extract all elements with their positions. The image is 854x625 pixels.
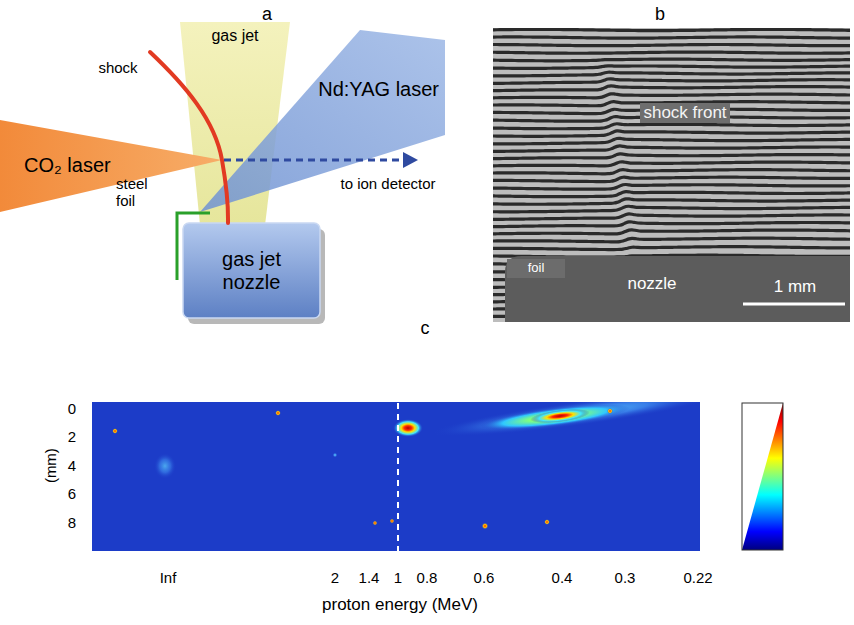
- co2-laser-beam: CO₂ laser: [0, 120, 222, 212]
- fringe-line: [493, 146, 850, 151]
- spectrum-heatmap: [92, 402, 700, 551]
- noise-dot: [607, 408, 613, 414]
- axis-tick: 0.8: [417, 569, 438, 586]
- fringe-line: [493, 177, 850, 181]
- annotation: shock: [98, 59, 137, 76]
- fringe-line: [493, 154, 850, 159]
- nozzle-box: gas jet nozzle: [183, 223, 320, 318]
- annotation: to ion detector: [340, 175, 435, 192]
- colorbar-ground: [742, 403, 783, 550]
- fringe-line: [493, 247, 850, 250]
- foil-region: [507, 259, 565, 278]
- axis-tick: 2: [68, 428, 76, 445]
- interferogram: [493, 28, 850, 322]
- fringe-line: [493, 162, 850, 166]
- fringe-lines: [493, 29, 850, 322]
- fringe-line: [493, 72, 850, 76]
- scale-bar: [743, 303, 845, 306]
- colorbar-frame: [742, 403, 783, 550]
- noise-dot: [112, 428, 118, 434]
- panel-letter: a: [262, 4, 272, 25]
- axis-tick: 4: [68, 457, 76, 474]
- noise-dot: [275, 410, 281, 416]
- panel-letter: b: [655, 4, 665, 25]
- node-label: gas jet: [211, 27, 258, 45]
- axis-tick: 1: [394, 569, 402, 586]
- fringe-line: [493, 86, 850, 91]
- axis-tick: 0.6: [474, 569, 495, 586]
- proton-streak: [430, 402, 700, 445]
- noise-dot: [482, 523, 489, 530]
- annotation: steel foil: [116, 175, 160, 210]
- beam-shape: [0, 120, 222, 212]
- fringe-line: [493, 45, 850, 46]
- fringe-line: [493, 214, 850, 219]
- noise-dot: [544, 519, 550, 525]
- node-label: CO₂ laser: [24, 154, 111, 177]
- gas-jet-cone-outline: [180, 22, 290, 225]
- axis-tick: 0.3: [615, 569, 636, 586]
- fringe-line: [493, 222, 850, 227]
- signal-spot: [154, 453, 176, 479]
- annotation: foil: [528, 261, 545, 276]
- fringe-line: [493, 94, 850, 98]
- axis-tick: 8: [68, 514, 76, 531]
- node-label: Nd:YAG laser: [318, 78, 439, 101]
- detector-path: [224, 159, 404, 162]
- heatmap-ground: [92, 402, 700, 551]
- arrow-head: [403, 152, 418, 168]
- axis-tick: 0: [68, 400, 76, 417]
- nozzle-shadow-region: [505, 256, 850, 322]
- fringe-line: [493, 138, 850, 144]
- box-body: [183, 223, 320, 318]
- proton-streak-core: [479, 402, 630, 435]
- fringe-line: [493, 29, 850, 30]
- fringe-line: [493, 59, 850, 61]
- noise-dot: [390, 519, 395, 524]
- axis-title: proton energy (MeV): [322, 595, 478, 615]
- gas-jet-cone: gas jet: [180, 22, 290, 225]
- fringe-line: [493, 52, 850, 53]
- axis-tick: 0.22: [683, 569, 712, 586]
- axis-tick: 0.4: [552, 569, 573, 586]
- noise-dot: [333, 453, 338, 458]
- axis-tick: 2: [331, 569, 339, 586]
- fringe-line: [493, 230, 850, 234]
- colorbar: [742, 403, 783, 550]
- fringe-line: [493, 37, 850, 38]
- beam-shape: [200, 30, 445, 212]
- node-label: gas jet nozzle: [192, 248, 312, 294]
- colorbar-scale: [742, 403, 783, 550]
- scale-label: 1 mm: [774, 277, 817, 297]
- fringe-line: [493, 192, 850, 197]
- axis-tick: 1.4: [359, 569, 380, 586]
- fringe-line: [493, 124, 850, 129]
- proton-peak: [529, 406, 590, 425]
- axis-tick: Inf: [160, 569, 177, 586]
- annotation: shock front: [640, 103, 729, 123]
- axis-tick: 6: [68, 485, 76, 502]
- axis-title: (mm): [41, 449, 58, 484]
- fringe-line: [493, 206, 850, 212]
- fringe-line: [493, 238, 850, 242]
- fringe-line: [493, 199, 850, 204]
- noise-dot: [373, 521, 378, 526]
- panel-letter: c: [421, 318, 430, 339]
- marker-line: [397, 403, 399, 551]
- fringe-line: [493, 79, 850, 84]
- fringe-line: [493, 131, 850, 136]
- fringe-line: [493, 170, 850, 174]
- fringe-line: [493, 66, 850, 69]
- fringe-line: [493, 184, 850, 189]
- annotation: nozzle: [627, 274, 676, 294]
